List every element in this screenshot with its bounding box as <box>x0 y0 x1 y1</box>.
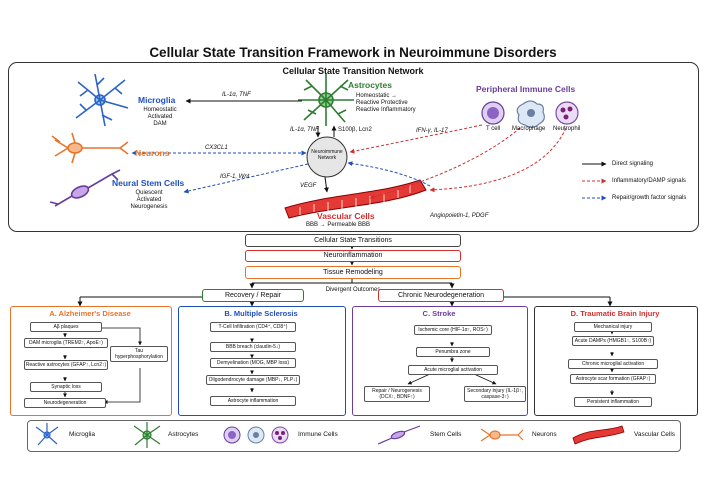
signal-cx3cl1: CX3CL1 <box>205 145 228 151</box>
tbi-title: D. Traumatic Brain Injury <box>570 309 660 318</box>
legend-vascular-icon <box>572 425 625 445</box>
vascular-label: Vascular Cells <box>317 211 375 221</box>
recovery-box: Recovery / Repair <box>202 289 304 302</box>
ad-step: Reactive astrocytes (GFAP↑, Lcn2↑) <box>24 360 108 370</box>
stroke-step: Penumbra zone <box>416 347 490 357</box>
t-cell-icon <box>481 101 505 125</box>
transitions-box: Cellular State Transitions <box>245 234 461 247</box>
t-cell-label: T cell <box>486 126 501 132</box>
stroke-title: C. Stroke <box>422 309 456 318</box>
neurons-label: Neurons <box>135 148 170 158</box>
peripheral-label: Peripheral Immune Cells <box>476 84 576 94</box>
ad-step: Synaptic loss <box>30 382 102 392</box>
legend-stem: Stem Cells <box>430 431 462 438</box>
astrocytes-label: Astrocytes <box>348 80 392 90</box>
microglia-icon <box>75 73 129 127</box>
legend-neurons: Neurons <box>532 431 557 438</box>
vascular-icon <box>284 179 427 219</box>
ad-step: Neurodegeneration <box>24 398 106 408</box>
tbi-step: Chronic microglial activation <box>568 359 658 369</box>
remodeling-box: Tissue Remodeling <box>245 266 461 279</box>
ad-tau: Tau hyperphosphorylation <box>110 346 168 362</box>
vascular-states: BBB → Permeable BBB <box>306 222 371 228</box>
signal-igf: IGF-1, Wnt <box>220 174 250 180</box>
tbi-step: Astrocyte scar formation (GFAP↑) <box>570 374 656 384</box>
cell-legend <box>27 420 681 452</box>
legend-microglia: Microglia <box>69 431 96 438</box>
legend-direct: Direct signaling <box>612 161 654 167</box>
ad-step: DAM microglia (TREM2↑, ApoE↑) <box>24 338 108 348</box>
ms-step: BBB breach (claudin-5↓) <box>210 342 296 352</box>
legend-astrocyte-icon <box>133 422 161 448</box>
ad-title: A. Alzheimer's Disease <box>49 309 131 318</box>
stem-cell-icon <box>49 169 121 207</box>
tbi-step: Acute DAMPs (HMGB1↑, S100B↑) <box>572 336 654 346</box>
tbi-step: Mechanical injury <box>574 322 652 332</box>
chronic-box: Chronic Neurodegeneration <box>378 289 504 302</box>
neuroinflammation-box: Neuroinflammation <box>245 250 461 262</box>
signal-il1-tnf: IL-1α, TNF <box>222 92 251 98</box>
legend-repair: Repair/growth factor signals <box>612 195 687 201</box>
neutrophil-label: Neutrophil <box>553 126 581 132</box>
stroke-panel <box>352 306 528 416</box>
legend-inflammatory: Inflammatory/DAMP signals <box>612 178 686 184</box>
signal-il1-tnf-astro: IL-1α, TNF <box>290 127 319 133</box>
macrophage-icon <box>516 100 545 128</box>
legend-stem-cell-icon <box>377 425 421 445</box>
stroke-step: Acute microglial activation <box>408 365 498 375</box>
signal-ifn: IFN-γ, IL-17 <box>416 128 448 134</box>
legend-astrocytes: Astrocytes <box>168 431 199 438</box>
neuroimmune-network-node <box>306 136 348 178</box>
neuron-icon <box>51 132 129 164</box>
signal-ang: Angiopoietin-1, PDGF <box>430 213 489 219</box>
network-title: Cellular State Transition Network <box>282 66 424 76</box>
network-panel <box>8 62 699 232</box>
legend-microglia-icon <box>35 423 59 446</box>
stroke-repair: Repair / Neurogenesis (DCX↑, BDNF↑) <box>364 386 430 402</box>
legend-neuron-icon <box>480 428 524 442</box>
tbi-step: Persistent inflammation <box>574 397 652 407</box>
microglia-label: Microglia <box>138 95 176 105</box>
legend-vascular: Vascular Cells <box>634 431 676 438</box>
tbi-panel <box>534 306 698 416</box>
ms-step: Oligodendrocyte damage (MBP↓, PLP↓) <box>206 375 300 385</box>
divergent-label: Divergent Outcomes <box>325 287 381 293</box>
signal-vegf: VEGF <box>300 183 317 189</box>
neutrophil-icon <box>555 101 579 125</box>
center-label: Neuroimmune Network <box>311 149 343 161</box>
stroke-secondary: Secondary injury (IL-1β↑, caspase-3↑) <box>464 386 526 402</box>
ms-step: Astrocyte inflammation <box>210 396 296 406</box>
ad-step: Aβ plaques <box>30 322 102 332</box>
ms-title: B. Multiple Sclerosis <box>224 309 298 318</box>
macrophage-label: Macrophage <box>512 126 546 132</box>
astrocyte-icon <box>298 74 354 126</box>
page-title: Cellular State Transition Framework in N… <box>149 45 557 60</box>
ms-step: T-Cell Infiltration (CD4⁺, CD8⁺) <box>210 322 296 332</box>
ad-panel <box>10 306 172 416</box>
stroke-step: Ischemic core (HIF-1α↑, ROS↑) <box>414 325 492 335</box>
ms-panel <box>178 306 346 416</box>
legend-immune-icons <box>223 426 289 444</box>
legend-immune: Immune Cells <box>298 431 338 438</box>
nsc-label: Neural Stem Cells <box>112 178 185 188</box>
ms-step: Demyelination (MOG, MBP loss) <box>210 358 296 368</box>
signal-s100: S100β, Lcn2 <box>338 127 372 133</box>
